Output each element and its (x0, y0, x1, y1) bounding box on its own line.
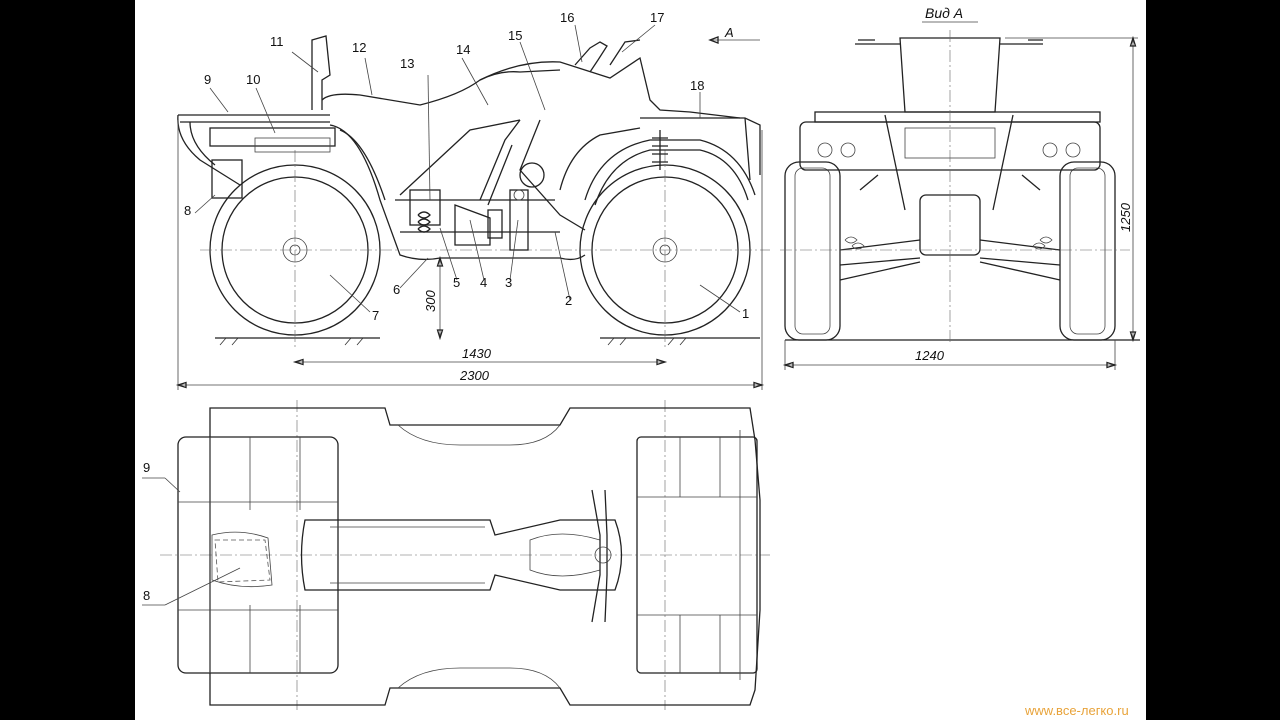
backrest (311, 35, 331, 110)
front-rack (640, 117, 761, 181)
front-tire-left (784, 161, 841, 341)
body-shell (479, 56, 741, 119)
label-6: 6 (393, 282, 400, 297)
label-17: 17 (650, 10, 664, 25)
front-handlebar (855, 39, 1043, 45)
front-rack-view (814, 111, 1101, 123)
label-3: 3 (505, 275, 512, 290)
label-9-top: 9 (143, 460, 150, 475)
dim-width: 1240 (915, 348, 945, 363)
label-11: 11 (270, 34, 284, 49)
handlebar (574, 41, 608, 73)
rear-box (209, 127, 336, 147)
side-view: 1 2 3 4 5 6 7 8 9 10 11 12 13 14 15 16 1… (175, 10, 770, 390)
top-handlebar (591, 489, 608, 623)
top-seat (300, 519, 623, 591)
view-title: Вид А (925, 5, 963, 21)
dim-wheelbase: 1430 (462, 346, 492, 361)
ground-rear (215, 337, 380, 346)
dim-clearance: 300 (423, 290, 438, 312)
front-view: Вид А 12 (780, 5, 1140, 370)
drivetrain (400, 119, 560, 251)
technical-drawing: 1 2 3 4 5 6 7 8 9 10 11 12 13 14 15 16 1… (142, 5, 1140, 718)
label-2: 2 (565, 293, 572, 308)
top-outline (209, 407, 761, 706)
drawing-sheet: 1 2 3 4 5 6 7 8 9 10 11 12 13 14 15 16 1… (135, 0, 1146, 720)
label-16: 16 (560, 10, 574, 25)
label-8: 8 (184, 203, 191, 218)
label-14: 14 (456, 42, 470, 57)
top-rear-rack (177, 436, 339, 674)
box-8-outline (214, 539, 271, 583)
top-front-rack (636, 430, 758, 680)
rear-rack (177, 114, 330, 199)
front-tire-right (1059, 161, 1116, 341)
arrow-a-label: A (724, 25, 734, 40)
label-10: 10 (246, 72, 260, 87)
label-15: 15 (508, 28, 522, 43)
view-arrow: A (708, 25, 760, 44)
dim-overall-length: 2300 (459, 368, 490, 383)
watermark: www.все-легко.ru (1024, 703, 1129, 718)
label-18: 18 (690, 78, 704, 93)
label-9: 9 (204, 72, 211, 87)
label-8-top: 8 (143, 588, 150, 603)
leader-lines (194, 24, 741, 313)
front-shock (652, 130, 668, 170)
seat (321, 69, 561, 106)
dim-height: 1250 (1118, 202, 1133, 232)
label-1: 1 (742, 306, 749, 321)
label-4: 4 (480, 275, 487, 290)
side-dimensions: 1430 2300 300 (175, 120, 765, 390)
ground-front (600, 337, 760, 346)
label-12: 12 (352, 40, 366, 55)
label-5: 5 (453, 275, 460, 290)
top-view: 9 8 (142, 400, 770, 710)
label-7: 7 (372, 308, 379, 323)
label-13: 13 (400, 56, 414, 71)
frame (329, 119, 756, 261)
